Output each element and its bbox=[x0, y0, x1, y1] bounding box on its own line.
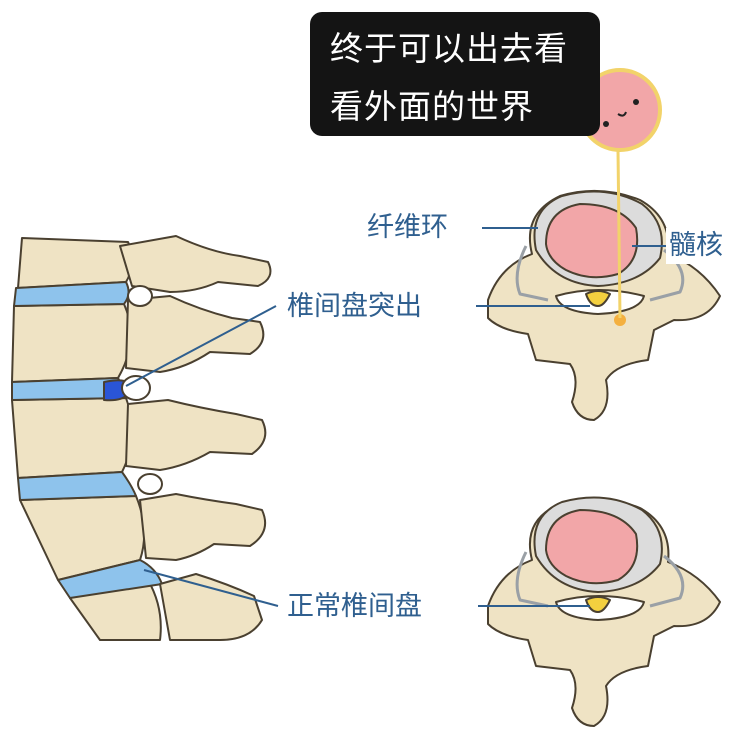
herniation-point bbox=[614, 314, 626, 326]
nucleus-eye-left bbox=[603, 121, 609, 127]
nerve-root-upper bbox=[585, 290, 611, 307]
label-nucleus-pulposus: 髓核 bbox=[666, 228, 726, 264]
vertebral-body-2 bbox=[11, 303, 132, 383]
posterior-process-3 bbox=[125, 399, 267, 471]
foramen-1 bbox=[127, 285, 153, 307]
callout-line-herniation-left bbox=[125, 305, 277, 387]
foramen-3 bbox=[137, 473, 163, 495]
speech-line-2: 看外面的世界 bbox=[330, 87, 534, 126]
nucleus-eye-right bbox=[633, 99, 639, 105]
disc-3 bbox=[17, 471, 137, 501]
callout-lines bbox=[125, 227, 668, 607]
speech-line-1: 终于可以出去看 bbox=[330, 29, 568, 68]
vertebral-body-3 bbox=[11, 397, 134, 479]
normal-cross-section bbox=[487, 496, 721, 727]
posterior-process-1 bbox=[119, 235, 272, 293]
nucleus-mouth bbox=[617, 111, 627, 117]
magnifier-stem bbox=[616, 149, 622, 319]
label-herniated-disc: 椎间盘突出 bbox=[284, 289, 425, 325]
label-annulus-fibrosus: 纤维环 bbox=[364, 210, 451, 246]
herniated-cross-section bbox=[487, 189, 721, 421]
nucleus-pulposus-lower bbox=[545, 509, 639, 585]
posterior-process-5 bbox=[159, 573, 263, 641]
annulus-ring-lower bbox=[515, 551, 685, 608]
lumbar-spine-side-view bbox=[11, 235, 272, 641]
label-normal-disc: 正常椎间盘 bbox=[284, 589, 425, 625]
vertebral-body-1 bbox=[17, 237, 134, 289]
callout-line-normal-left bbox=[143, 569, 279, 607]
nucleus-pulposus-upper bbox=[545, 203, 639, 279]
speech-bubble: 终于可以出去看 看外面的世界 bbox=[310, 12, 600, 136]
posterior-process-2 bbox=[125, 295, 265, 373]
foramen-2 bbox=[121, 375, 151, 401]
posterior-process-4 bbox=[139, 493, 266, 561]
nerve-root-lower bbox=[585, 596, 611, 613]
